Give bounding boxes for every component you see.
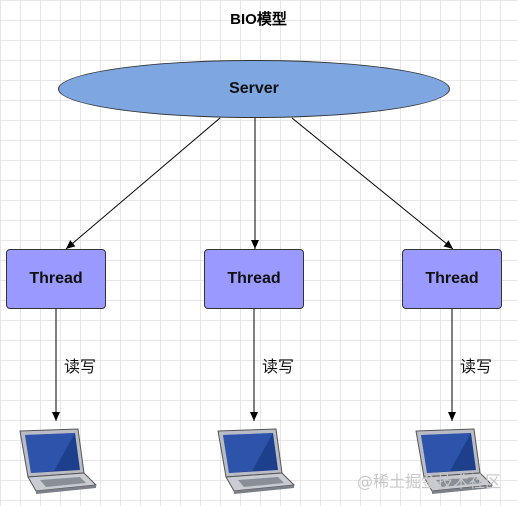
diagram-title: BIO模型 <box>230 11 287 28</box>
read-write-label-2: 读写 <box>262 357 295 376</box>
thread-label: Thread <box>425 270 479 287</box>
watermark: @稀土掘金技术社区 <box>356 472 501 491</box>
server-to-thread-3-arrow <box>291 117 454 250</box>
thread-node-2: Thread <box>204 249 304 309</box>
server-node: Server <box>58 60 450 118</box>
laptop-icon <box>217 428 296 494</box>
server-to-thread-1-arrow <box>65 117 221 250</box>
thread-node-1: Thread <box>6 249 106 309</box>
laptop-icon <box>415 428 494 494</box>
read-write-label-3: 读写 <box>460 357 493 376</box>
laptop-icon <box>19 428 98 494</box>
thread-label: Thread <box>227 270 281 287</box>
server-label: Server <box>229 80 279 97</box>
thread-label: Thread <box>29 270 83 287</box>
thread-node-3: Thread <box>402 249 502 309</box>
read-write-label-1: 读写 <box>64 357 97 376</box>
